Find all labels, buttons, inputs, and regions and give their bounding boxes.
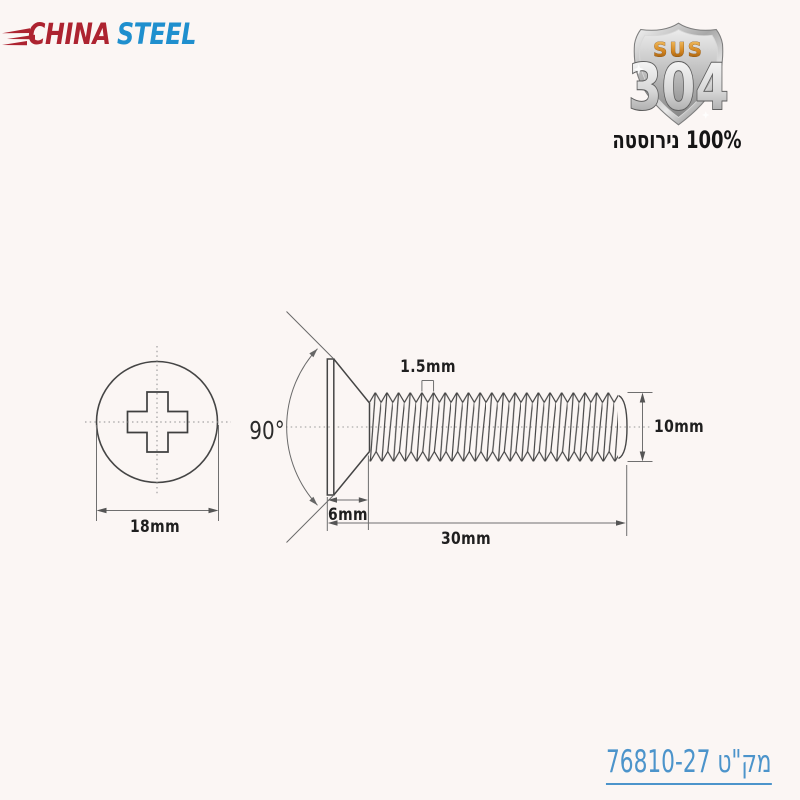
badge-grade-label: 304: [628, 51, 729, 124]
dimension-lines: [326, 380, 653, 536]
dim-head-diameter: 18mm: [129, 517, 181, 537]
stainless-purity-label: 100% נירוסטה: [612, 126, 742, 154]
badge-sus-label: SUS: [653, 39, 704, 62]
dimension-arrows: [327, 392, 646, 526]
screw-head-front-view: [85, 346, 231, 521]
catalog-number: מק"ט 76810-27: [606, 744, 772, 785]
badge-sparkles: [633, 64, 710, 119]
logo-text-steel: STEEL: [117, 17, 196, 51]
dim-head-height: 6mm: [327, 505, 368, 525]
dim-thread-diameter: 10mm: [654, 417, 705, 437]
logo-text-china: CHINA: [28, 17, 111, 51]
screw-side-view: [286, 311, 652, 543]
dim-thread-pitch: 1.5mm: [400, 357, 456, 377]
sus304-shield-badge: SUS 304: [627, 22, 730, 126]
dim-countersink-angle: 90°: [249, 416, 285, 445]
dim-length: 30mm: [440, 529, 492, 549]
logo-speed-lines-icon: [2, 28, 35, 46]
thread-pattern: [369, 392, 618, 462]
phillips-cross-icon: [126, 391, 189, 453]
